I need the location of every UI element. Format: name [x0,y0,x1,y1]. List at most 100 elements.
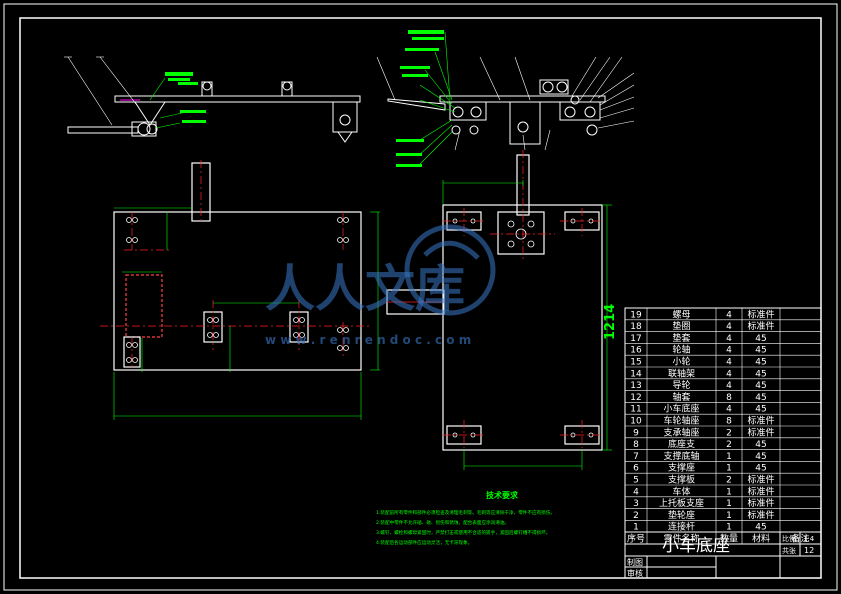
bom-row-cell: 45 [755,464,766,474]
bom-row-cell: 4 [726,322,732,332]
bom-row-cell: 16 [630,346,642,356]
inner-border [19,17,822,579]
bom-row-cell: 标准件 [747,497,774,509]
bom-row-cell: 2 [726,428,732,438]
bom-row-cell: 标准件 [747,308,774,320]
bom-row-cell: 45 [755,381,766,391]
bom-row-cell: 4 [726,369,732,379]
bom-row-cell: 13 [630,381,641,391]
bom-row-cell: 标准件 [747,426,774,438]
plan-view-left-centerlines [100,160,372,368]
bom-row-cell: 45 [755,393,766,403]
bom-row-cell: 45 [755,346,766,356]
bom-row-cell: 45 [755,358,766,368]
bom-row-cell: 1 [726,487,732,497]
plan-view-right-dims [442,180,612,470]
bom-row-cell: 支撑座 [668,462,695,474]
bom-row-cell: 垫圈 [672,320,690,332]
side-view-right-leaders [376,56,635,151]
bom-row-cell: 6 [633,464,639,474]
dimension-height: 1214 [603,304,618,340]
outer-border [3,3,838,591]
bom-header-cell: 材料 [752,533,770,545]
plan-view-left-dims [113,207,380,420]
bom-row-cell: 1 [726,499,732,509]
bom-header-cell: 零件名称 [663,533,699,545]
plan-view-right-centerlines [443,150,602,448]
watermark-logo [404,224,496,316]
bom-row-cell: 联轴架 [668,367,695,379]
watermark-url: w w w . r e n r e n d o c . c o m [265,333,471,347]
bom-row-cell: 9 [633,428,639,438]
tech-note-line: 3.螺钉、螺栓和螺母紧固时，严禁打击或使用不合适的扳手，紧固后螺钉槽不得损坏。 [376,529,550,536]
bom-row-cell: 轴套 [672,391,690,403]
side-view-right-green [396,30,456,167]
bom-row-cell: 垫套 [672,332,690,344]
bom-row-cell: 45 [755,334,766,344]
bom-row-cell: 车轮轴座 [663,415,699,427]
bom-row-cell: 4 [726,358,732,368]
bom-row-cell: 4 [726,346,732,356]
bom-row-cell: 螺母 [672,309,690,320]
bom-row-cell: 17 [630,334,641,344]
bom-row-cell: 小轮 [672,356,690,368]
bom-row-cell: 1 [726,452,732,462]
sheet-label: 共张 [782,546,796,555]
bom-row-cell: 4 [726,381,732,391]
plan-view-left-holes [126,217,349,363]
bom-row-cell: 导轮 [672,379,690,391]
bom-header-cell: 序号 [627,533,645,545]
scale-label: 比例 [782,534,796,543]
bom-header-cell: 数量 [720,533,738,545]
side-view-left-leaders [64,56,137,126]
bom-row-cell: 2 [726,476,732,486]
bom-row-cell: 12 [630,393,641,403]
bom-row-cell: 支撑板 [668,474,695,486]
bom-row-cell: 45 [755,405,766,415]
bom-row-cell: 标准件 [747,320,774,332]
bom-row-cell: 18 [630,322,642,332]
bom-row-cell: 支承轴座 [663,426,699,438]
bom-row-cell: 3 [633,499,639,509]
bom-row-cell: 4 [726,310,732,320]
bom-row-cell: 2 [633,511,639,521]
bom-row-cell: 45 [755,440,766,450]
side-view-right [387,79,606,156]
bom-row-cell: 4 [633,487,639,497]
bom-row-cell: 4 [726,334,732,344]
bom-row-cell: 19 [630,310,642,320]
tech-note-line: 2.装配中零件不允许磕、碰、划伤和锈蚀，配合表面应涂润滑油。 [376,519,509,526]
bom-row-cell: 上托板支座 [659,497,704,509]
drawn-by-label: 制图 [627,557,643,567]
drawing-title: 小车底座 [662,536,730,556]
bom-row-cell: 车体 [672,485,690,497]
checked-by-label: 审核 [627,568,643,578]
bom-row-cell: 14 [630,369,642,379]
bom-row-cell: 底座支 [668,438,695,450]
bom-row-cell: 1 [726,523,732,533]
bom-row-cell: 10 [630,417,642,427]
bom-row-cell: 15 [630,358,641,368]
bom-row-cell: 5 [633,476,639,486]
bom-row-cell: 1 [633,523,639,533]
bom-row-cell: 轮轴 [672,344,690,356]
bom-row-cell: 1 [726,464,732,474]
bom-row-cell: 垫轮座 [668,509,695,521]
bom-row-cell: 8 [726,393,732,403]
side-view-left [67,81,361,143]
watermark-text: 人人文库 [265,260,465,318]
bom-row-cell: 45 [755,369,766,379]
bom-row-cell: 标准件 [747,509,774,521]
bom-row-cell: 4 [726,405,732,415]
bom-row-cell: 小车底座 [663,403,699,415]
tech-notes: 技术要求 1.装配前所有零件和部件必须检查及清理毛刺等。毛刺等应清除干净，零件不… [376,490,555,546]
scale-value: 1:4 [803,535,815,543]
sheet-value: 12 [804,546,814,555]
bom-row-cell: 支撑底轴 [663,450,699,462]
bom-row-cell: 1 [726,511,732,521]
bom-row-cell: 8 [633,440,639,450]
bom-row-cell: 标准件 [747,485,774,497]
